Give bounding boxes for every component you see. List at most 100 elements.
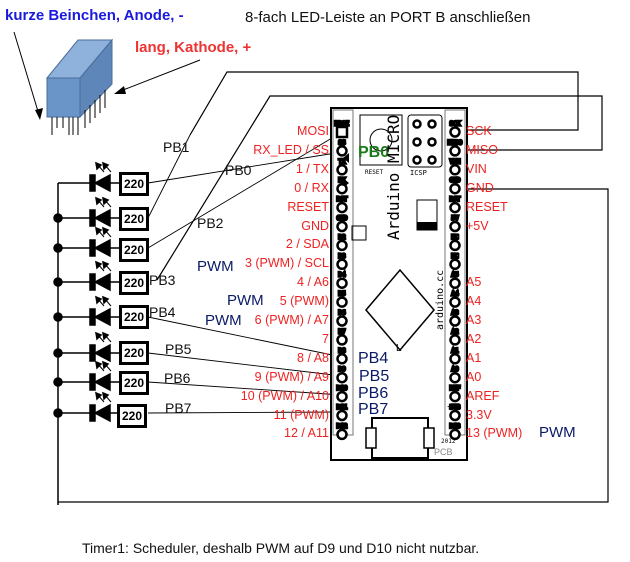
- footer-note: Timer1: Scheduler, deshalb PWM auf D9 un…: [82, 540, 480, 556]
- right-header-pin: [449, 390, 461, 403]
- pin-silk-label: A2: [451, 328, 459, 335]
- left-header-pin: [335, 125, 349, 139]
- resistor: 220: [119, 305, 149, 329]
- pin-silk-label: D12: [337, 423, 348, 430]
- left-pin-label: 10 (PWM) / A10: [240, 388, 329, 403]
- left-header-pin: [336, 315, 348, 327]
- pin-silk-label: D7: [338, 328, 346, 335]
- right-header-pin: [449, 371, 461, 384]
- right-header-pin: [449, 409, 461, 422]
- right-pin-label: 13 (PWM): [466, 426, 523, 441]
- right-header-pin: [449, 164, 461, 176]
- board-name: Arduino MICRO: [384, 114, 403, 240]
- pin-silk-label: SS: [338, 139, 346, 146]
- left-pin-label: 6 (PWM) / A7: [254, 313, 329, 327]
- pin-silk-label: D5: [338, 291, 346, 298]
- left-header-pin: [336, 296, 348, 308]
- right-header-pin: [449, 220, 461, 233]
- right-header-pin: [449, 201, 461, 214]
- led-label-pb5: PB5: [165, 341, 192, 357]
- right-header-pin: [449, 239, 461, 252]
- led-label-pb4: PB4: [149, 304, 176, 320]
- board-label-pb5: PB5: [359, 368, 390, 385]
- board-label-pb7: PB7: [358, 401, 389, 418]
- pin-silk-label: NC: [451, 253, 459, 260]
- led-l-label: L: [396, 343, 402, 354]
- right-pin-label: AREF: [466, 388, 500, 403]
- led-row: [53, 360, 120, 392]
- led-diode-icon: [93, 272, 111, 292]
- left-pin-label: GND: [301, 218, 329, 233]
- pin-silk-label: D9: [338, 366, 346, 373]
- left-header-pin: [336, 220, 348, 233]
- left-pin-label: 4 / A6: [297, 275, 329, 290]
- pin-silk-label: D10: [337, 385, 348, 392]
- pin-silk-label: D4: [338, 272, 346, 279]
- led-row: [53, 391, 120, 423]
- pin-silk-label: A4: [451, 291, 459, 298]
- pcb-year: 2012: [441, 438, 456, 445]
- pin-silk-label: SCK: [450, 121, 461, 128]
- led-diode-icon: [93, 403, 111, 423]
- right-pin-label: A4: [466, 294, 482, 309]
- pin-silk-label: A5: [451, 272, 459, 279]
- right-pin-label: A1: [466, 350, 482, 365]
- left-pin-label: 0 / RX: [294, 180, 329, 195]
- pin-silk-label: D2: [338, 234, 346, 241]
- board-label-pb6: PB6: [358, 385, 389, 402]
- left-pin-label: RESET: [287, 199, 329, 214]
- pin-silk-label: MISO: [448, 139, 463, 146]
- pin-silk-label: D11: [337, 404, 348, 411]
- right-pin-label: +5V: [466, 218, 489, 233]
- left-header-pin: [336, 409, 348, 422]
- left-pin-label: 7: [322, 331, 329, 346]
- right-header-pin: [449, 315, 461, 327]
- spi-wires: [58, 71, 609, 503]
- resistor: 220: [119, 238, 149, 262]
- led-row: [53, 295, 120, 327]
- pin-silk-label: D3: [338, 253, 346, 260]
- led-row: [89, 161, 120, 193]
- led-diode-icon: [93, 307, 111, 327]
- led-row: [53, 331, 120, 363]
- right-pin-label: MISO: [466, 142, 498, 157]
- left-header-pin: [336, 428, 348, 441]
- right-pin-label: A0: [466, 369, 482, 384]
- led-diode-icon: [93, 238, 111, 258]
- pin-silk-label: 3V3: [450, 404, 461, 411]
- right-pin-label: RESET: [466, 199, 508, 214]
- resistor: 220: [119, 371, 149, 395]
- pin-silk-label: MOSI: [335, 121, 350, 128]
- pin-silk-label: VIN: [450, 158, 461, 165]
- cathode-arrow: [117, 59, 201, 93]
- left-pin-label: 5 (PWM): [279, 294, 329, 309]
- left-pin-label: MOSI: [297, 124, 329, 138]
- right-header-pin: [449, 353, 461, 365]
- board-site: arduino.cc: [435, 269, 446, 330]
- pin-silk-label: GND: [450, 177, 461, 184]
- pin-silk-label: GND: [337, 215, 348, 222]
- led-column: [53, 161, 120, 505]
- board-label-pb4: PB4: [358, 350, 389, 367]
- pcb-label: PCB: [434, 447, 453, 457]
- anode-arrow: [13, 31, 41, 119]
- board-label-pb0: PB0: [358, 144, 390, 161]
- resistor: 220: [119, 271, 149, 295]
- right-pin-label: A2: [466, 331, 482, 346]
- icsp-label: ICSP: [410, 169, 427, 177]
- pwm-label-d6: PWM: [205, 312, 242, 329]
- right-header-pin: [449, 296, 461, 308]
- left-header-pin: [336, 353, 348, 365]
- led-row: [53, 196, 120, 228]
- left-pin-label: RX_LED / SS: [253, 142, 329, 157]
- pin-silk-label: RST: [337, 196, 348, 203]
- reset-silk-label: RESET: [365, 169, 384, 176]
- pin-silk-label: 5V: [451, 215, 459, 222]
- left-pin-label: 11 (PWM): [273, 407, 329, 422]
- left-header-pin: [336, 371, 348, 384]
- left-pin-label: 3 (PWM) / SCL: [244, 256, 329, 271]
- led-diode-icon: [93, 208, 111, 228]
- diagram-title: 8-fach LED-Leiste an PORT B anschließen: [245, 9, 531, 26]
- left-header-pin: [336, 277, 348, 289]
